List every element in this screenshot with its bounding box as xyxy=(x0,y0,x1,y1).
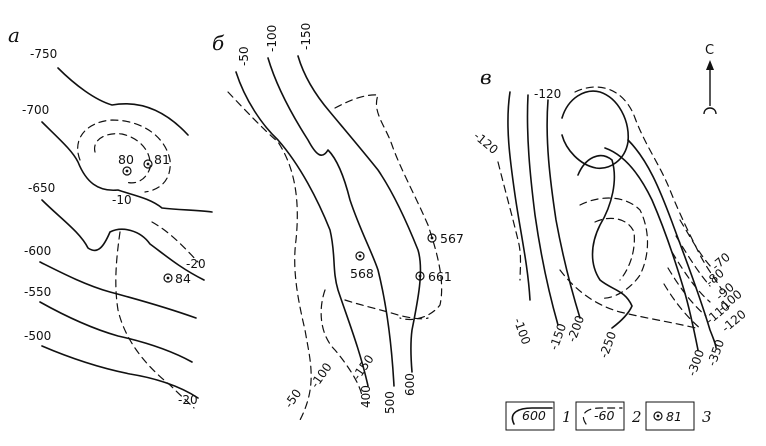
well-84-label: 84 xyxy=(175,271,191,286)
contour-v-120-dashed xyxy=(497,161,522,281)
contour-a-500 xyxy=(41,345,199,399)
legend-sample-3: 81 xyxy=(666,409,682,424)
legend-well-dot xyxy=(656,414,660,418)
legend-well-symbol xyxy=(653,411,663,421)
contour-v-300 xyxy=(604,147,699,351)
label-v-350: -350 xyxy=(705,338,727,368)
label-b-dash-50: -50 xyxy=(282,386,305,410)
well-81: 81 xyxy=(143,152,170,169)
label-v-200: -200 xyxy=(565,314,587,344)
contour-v-dashed-right-2 xyxy=(675,235,711,287)
well-84: 84 xyxy=(163,271,191,286)
label-a-20-right: -20 xyxy=(186,257,206,271)
label-b-500: 500 xyxy=(383,391,397,414)
well-567: 567 xyxy=(427,231,464,246)
contour-a-650 xyxy=(41,199,205,281)
legend-box-2 xyxy=(575,401,625,431)
label-b-50: -50 xyxy=(237,46,251,66)
north-arrow: С xyxy=(703,43,717,115)
label-b-150: -150 xyxy=(299,23,313,50)
legend-item-dashed: -60 2 xyxy=(575,401,642,431)
north-arrow-head xyxy=(706,60,714,70)
contour-v-350 xyxy=(627,139,717,349)
contour-b-150-600 xyxy=(297,55,422,373)
label-a-550: -550 xyxy=(24,285,51,299)
well-80: 80 xyxy=(118,152,134,176)
legend-item-well: 81 3 xyxy=(645,401,712,431)
contour-a-10-outer xyxy=(77,119,171,193)
panel-a: а -750 -700 -650 -600 -550 -500 -10 -20 … xyxy=(8,23,213,409)
contour-b-dashed-outer xyxy=(227,91,312,421)
label-a-650: -650 xyxy=(28,181,55,195)
well-81-label: 81 xyxy=(154,152,170,167)
contour-a-750 xyxy=(57,67,189,136)
well-661: 661 xyxy=(415,269,452,284)
well-80-label: 80 xyxy=(118,152,134,167)
legend: 600 1 -60 2 81 3 xyxy=(505,401,712,431)
contour-b-dashed-mid xyxy=(320,289,363,397)
contour-v-100 xyxy=(507,91,531,301)
legend-box-1 xyxy=(505,401,555,431)
contour-v-dashed-low xyxy=(559,269,697,329)
contour-b-dashed-right xyxy=(334,94,443,321)
panel-b-label: б xyxy=(212,31,225,55)
label-b-dash-150: -150 xyxy=(350,352,377,382)
label-a-10: -10 xyxy=(112,193,132,207)
label-a-700: -700 xyxy=(22,103,49,117)
label-b-100: -100 xyxy=(265,25,279,52)
well-568: 568 xyxy=(350,251,374,281)
label-b-dash-100: -100 xyxy=(308,360,335,390)
well-567-label: 567 xyxy=(440,231,464,246)
label-v-120-left: -120 xyxy=(471,129,501,157)
legend-sample-1: 600 xyxy=(522,408,546,423)
legend-index-1: 1 xyxy=(562,408,572,426)
panel-b: б -50 -100 -150 400 500 600 -50 -100 -15… xyxy=(212,23,464,421)
legend-solid-sample xyxy=(511,407,553,425)
well-661-label: 661 xyxy=(428,269,452,284)
north-arrow-tail xyxy=(703,107,717,115)
label-b-400: 400 xyxy=(359,385,373,408)
contour-a-20-lower xyxy=(115,231,195,409)
contour-v-150 xyxy=(526,94,559,326)
contour-v-dashed-inner-1 xyxy=(579,197,649,299)
label-a-600: -600 xyxy=(24,244,51,258)
label-v-250: -250 xyxy=(597,330,619,360)
label-b-600: 600 xyxy=(403,373,417,396)
contour-b-50-400 xyxy=(235,71,369,387)
legend-index-2: 2 xyxy=(631,408,642,426)
north-arrow-label: С xyxy=(705,43,714,58)
contour-a-20-right xyxy=(151,221,199,263)
contour-b-dashed-inner xyxy=(344,299,429,320)
legend-dashed-sample xyxy=(582,407,623,425)
contour-v-200 xyxy=(546,99,581,319)
legend-box-3 xyxy=(645,401,695,431)
contour-a-10-inner xyxy=(94,133,151,184)
panel-a-label: а xyxy=(8,23,20,47)
label-a-20-bottom: -20 xyxy=(178,393,198,407)
contour-v-dashed-inner-2 xyxy=(594,217,635,281)
contour-a-700 xyxy=(41,121,213,213)
legend-sample-2: -60 xyxy=(594,408,614,423)
label-a-750: -750 xyxy=(30,47,57,61)
label-v-100: -100 xyxy=(511,316,533,346)
well-568-label: 568 xyxy=(350,266,374,281)
contour-v-120-loop xyxy=(561,90,629,169)
panel-v: в С -120 -120 -70 -80 -90 -10 xyxy=(471,43,749,378)
contour-v-dashed-outer xyxy=(574,86,723,291)
contour-a-600 xyxy=(39,261,197,319)
contour-v-dashed-right-5 xyxy=(663,283,703,331)
contour-v-250 xyxy=(577,154,633,329)
panel-v-label: в xyxy=(480,65,492,89)
legend-index-3: 3 xyxy=(702,408,712,426)
contour-v-dashed-right-4 xyxy=(667,267,707,317)
contour-b-100-500 xyxy=(267,57,395,387)
contour-v-dashed-right-3 xyxy=(671,251,711,303)
contour-a-550 xyxy=(39,301,193,363)
label-a-500: -500 xyxy=(24,329,51,343)
contour-v-dashed-right-1 xyxy=(679,219,713,269)
legend-item-solid: 600 1 xyxy=(505,401,572,431)
label-v-120-top: -120 xyxy=(534,87,561,101)
